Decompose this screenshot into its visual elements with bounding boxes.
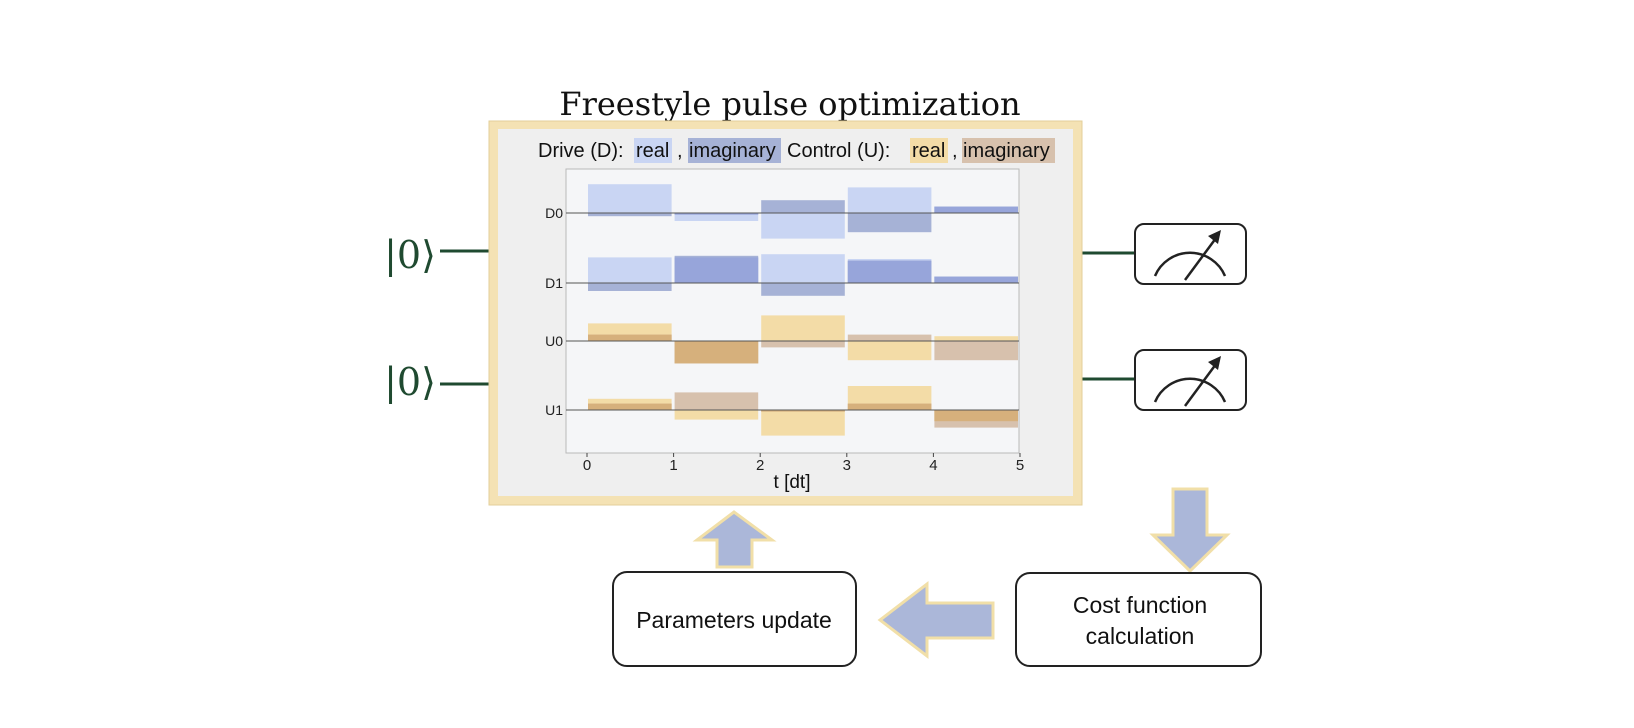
parameters-update-label: Parameters update — [636, 607, 832, 633]
pulse-bar-u1-imag-1 — [674, 392, 759, 410]
x-tick-label: 1 — [669, 457, 677, 474]
channel-label-u0: U0 — [545, 333, 563, 349]
measurement-meter-icon — [1134, 349, 1247, 411]
channel-label-d1: D1 — [545, 275, 563, 291]
pulse-bar-u0-overlap-0 — [588, 334, 672, 341]
legend-drive-imaginary-swatch — [688, 138, 781, 163]
qubit-0-state: |0⟩ — [384, 233, 436, 277]
pulse-bar-u0-real-4 — [934, 336, 1018, 341]
arrow-left-icon — [877, 580, 995, 660]
pulse-bar-d0-real-1 — [674, 213, 759, 221]
pulse-bar-d0-real-0 — [588, 184, 672, 213]
x-tick-label: 2 — [756, 457, 764, 474]
legend-control-imaginary-swatch — [962, 138, 1055, 163]
pulse-bar-u0-real-2 — [761, 315, 845, 341]
pulse-bar-u1-real-1 — [674, 410, 759, 420]
pulse-bar-u1-overlap-0 — [588, 403, 672, 410]
pulse-bar-d0-imag-3 — [847, 213, 932, 233]
pulse-bar-u1-overlap-4 — [934, 410, 1018, 422]
pulse-bar-u0-real-3 — [847, 341, 932, 361]
diagram-title: Freestyle pulse optimization — [559, 85, 1020, 123]
pulse-bar-d1-real-2 — [761, 254, 845, 283]
x-axis-label: t [dt] — [774, 472, 811, 493]
pulse-bar-u0-imag-3 — [847, 334, 932, 341]
legend-separator: , — [677, 140, 683, 162]
pulse-bar-d1-imag-2 — [761, 283, 845, 296]
pulse-bar-d1-real-0 — [588, 257, 672, 283]
pulse-bar-u0-imag-2 — [761, 341, 845, 348]
pulse-bar-u1-overlap-2 — [761, 410, 845, 412]
legend-separator: , — [952, 140, 958, 162]
parameters-update-box: Parameters update — [612, 571, 857, 667]
pulse-bar-u1-overlap-3 — [847, 403, 932, 410]
pulse-bar-u1-real-2 — [761, 410, 845, 436]
measurement-meter-icon — [1134, 223, 1247, 285]
arrow-down-icon — [1149, 487, 1231, 574]
pulse-bar-d0-real-3 — [847, 187, 932, 213]
cost-function-box: Cost function calculation — [1015, 572, 1262, 667]
pulse-bar-d1-overlap-1 — [674, 257, 759, 283]
x-axis-ticks: 0 1 2 3 4 5 — [583, 453, 1024, 474]
x-tick-label: 3 — [843, 457, 851, 474]
pulse-bar-d0-imag-0 — [588, 213, 672, 217]
arrow-up-icon — [692, 510, 777, 569]
legend-control-prefix: Control (U): — [787, 140, 890, 162]
legend-drive-real-swatch — [634, 138, 672, 163]
cost-function-label-line-1: Cost function — [1073, 592, 1207, 618]
pulse-bars — [588, 184, 1018, 436]
qubit-1-state: |0⟩ — [384, 360, 436, 404]
pulse-bar-d1-imag-0 — [588, 283, 672, 291]
pulse-bar-d0-overlap-4 — [934, 206, 1018, 213]
legend-drive-real-label: real — [636, 140, 669, 162]
x-tick-label: 4 — [929, 457, 937, 474]
x-tick-label: 5 — [1016, 457, 1024, 474]
legend-control-imaginary-label: imaginary — [963, 140, 1050, 162]
pulse-bar-u0-imag-4 — [934, 341, 1018, 361]
legend-control-real-swatch — [910, 138, 948, 163]
pulse-bar-d0-overlap-1 — [674, 213, 759, 215]
legend-drive-imaginary-label: imaginary — [689, 140, 776, 162]
pulse-bar-d0-real-2 — [761, 213, 845, 239]
channel-label-u1: U1 — [545, 402, 563, 418]
x-tick-label: 0 — [583, 457, 591, 474]
pulse-legend: Drive (D): real , imaginary Control (U):… — [538, 138, 1055, 163]
channel-baselines — [566, 212, 1019, 411]
pulse-bar-d1-overlap-4 — [934, 276, 1018, 283]
pulse-bar-d1-overlap-3 — [847, 260, 932, 283]
cost-function-label-line-2: calculation — [1086, 623, 1195, 649]
pulse-bar-d0-imag-2 — [761, 200, 845, 213]
channel-label-d0: D0 — [545, 205, 563, 221]
legend-drive-prefix: Drive (D): — [538, 140, 624, 162]
pulse-bar-u0-overlap-1 — [674, 341, 759, 364]
legend-control-real-label: real — [912, 140, 945, 162]
